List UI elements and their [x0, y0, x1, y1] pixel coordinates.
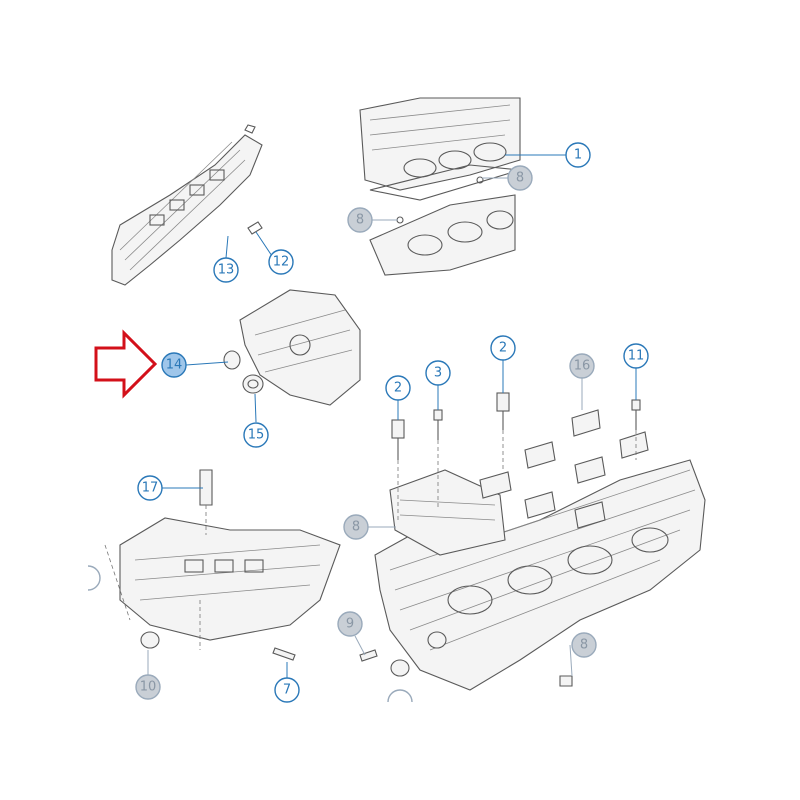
svg-text:3: 3 [434, 366, 442, 381]
svg-text:10: 10 [140, 680, 157, 695]
callout-8[interactable]: 8 [343, 514, 369, 540]
callout-1[interactable]: 1 [565, 142, 591, 168]
svg-text:2: 2 [499, 341, 507, 356]
partial-callout-bottom-edge [387, 689, 413, 703]
callout-12[interactable]: 12 [268, 249, 294, 275]
svg-text:8: 8 [516, 171, 524, 186]
callout-7[interactable]: 7 [274, 677, 300, 703]
callout-13[interactable]: 13 [213, 257, 239, 283]
cylinder-head-right-drawing [374, 459, 706, 691]
svg-text:9: 9 [346, 617, 354, 632]
callout-16[interactable]: 16 [569, 353, 595, 379]
svg-text:13: 13 [218, 263, 235, 278]
svg-text:2: 2 [394, 381, 402, 396]
partial-callout-left-edge [87, 565, 101, 591]
callout-9[interactable]: 9 [337, 611, 363, 637]
svg-text:11: 11 [628, 349, 645, 364]
svg-text:8: 8 [352, 520, 360, 535]
callout-14[interactable]: 14 [161, 352, 187, 378]
cylinder-block-left-drawing [104, 469, 341, 661]
timing-cover-drawing [223, 289, 361, 406]
callout-8[interactable]: 8 [507, 165, 533, 191]
svg-text:8: 8 [356, 213, 364, 228]
leader-9 [354, 635, 366, 656]
bearing-caps-drawing [479, 409, 649, 529]
intake-manifold-drawing [111, 124, 263, 286]
callout-15[interactable]: 15 [243, 422, 269, 448]
svg-text:7: 7 [283, 683, 291, 698]
callout-17[interactable]: 17 [137, 475, 163, 501]
svg-text:17: 17 [142, 481, 159, 496]
svg-text:8: 8 [580, 638, 588, 653]
svg-text:12: 12 [273, 255, 290, 270]
leader-12 [255, 231, 273, 257]
leader-lines [147, 154, 637, 678]
callout-2[interactable]: 2 [490, 335, 516, 361]
svg-text:1: 1 [574, 148, 582, 163]
svg-text:15: 15 [248, 428, 265, 443]
leader-15 [254, 393, 257, 423]
callout-11[interactable]: 11 [623, 343, 649, 369]
leader-8d [569, 644, 573, 677]
cylinder-head-gasket-drawing [359, 97, 521, 276]
callout-10[interactable]: 10 [135, 674, 161, 700]
svg-text:14: 14 [166, 358, 183, 373]
callout-8[interactable]: 8 [571, 632, 597, 658]
leader-13 [225, 235, 229, 259]
callout-8[interactable]: 8 [347, 207, 373, 233]
svg-text:16: 16 [574, 359, 591, 374]
callout-2[interactable]: 2 [385, 375, 411, 401]
leader-14 [185, 361, 229, 366]
red-outline-arrow-icon [94, 329, 158, 399]
callout-3[interactable]: 3 [425, 360, 451, 386]
